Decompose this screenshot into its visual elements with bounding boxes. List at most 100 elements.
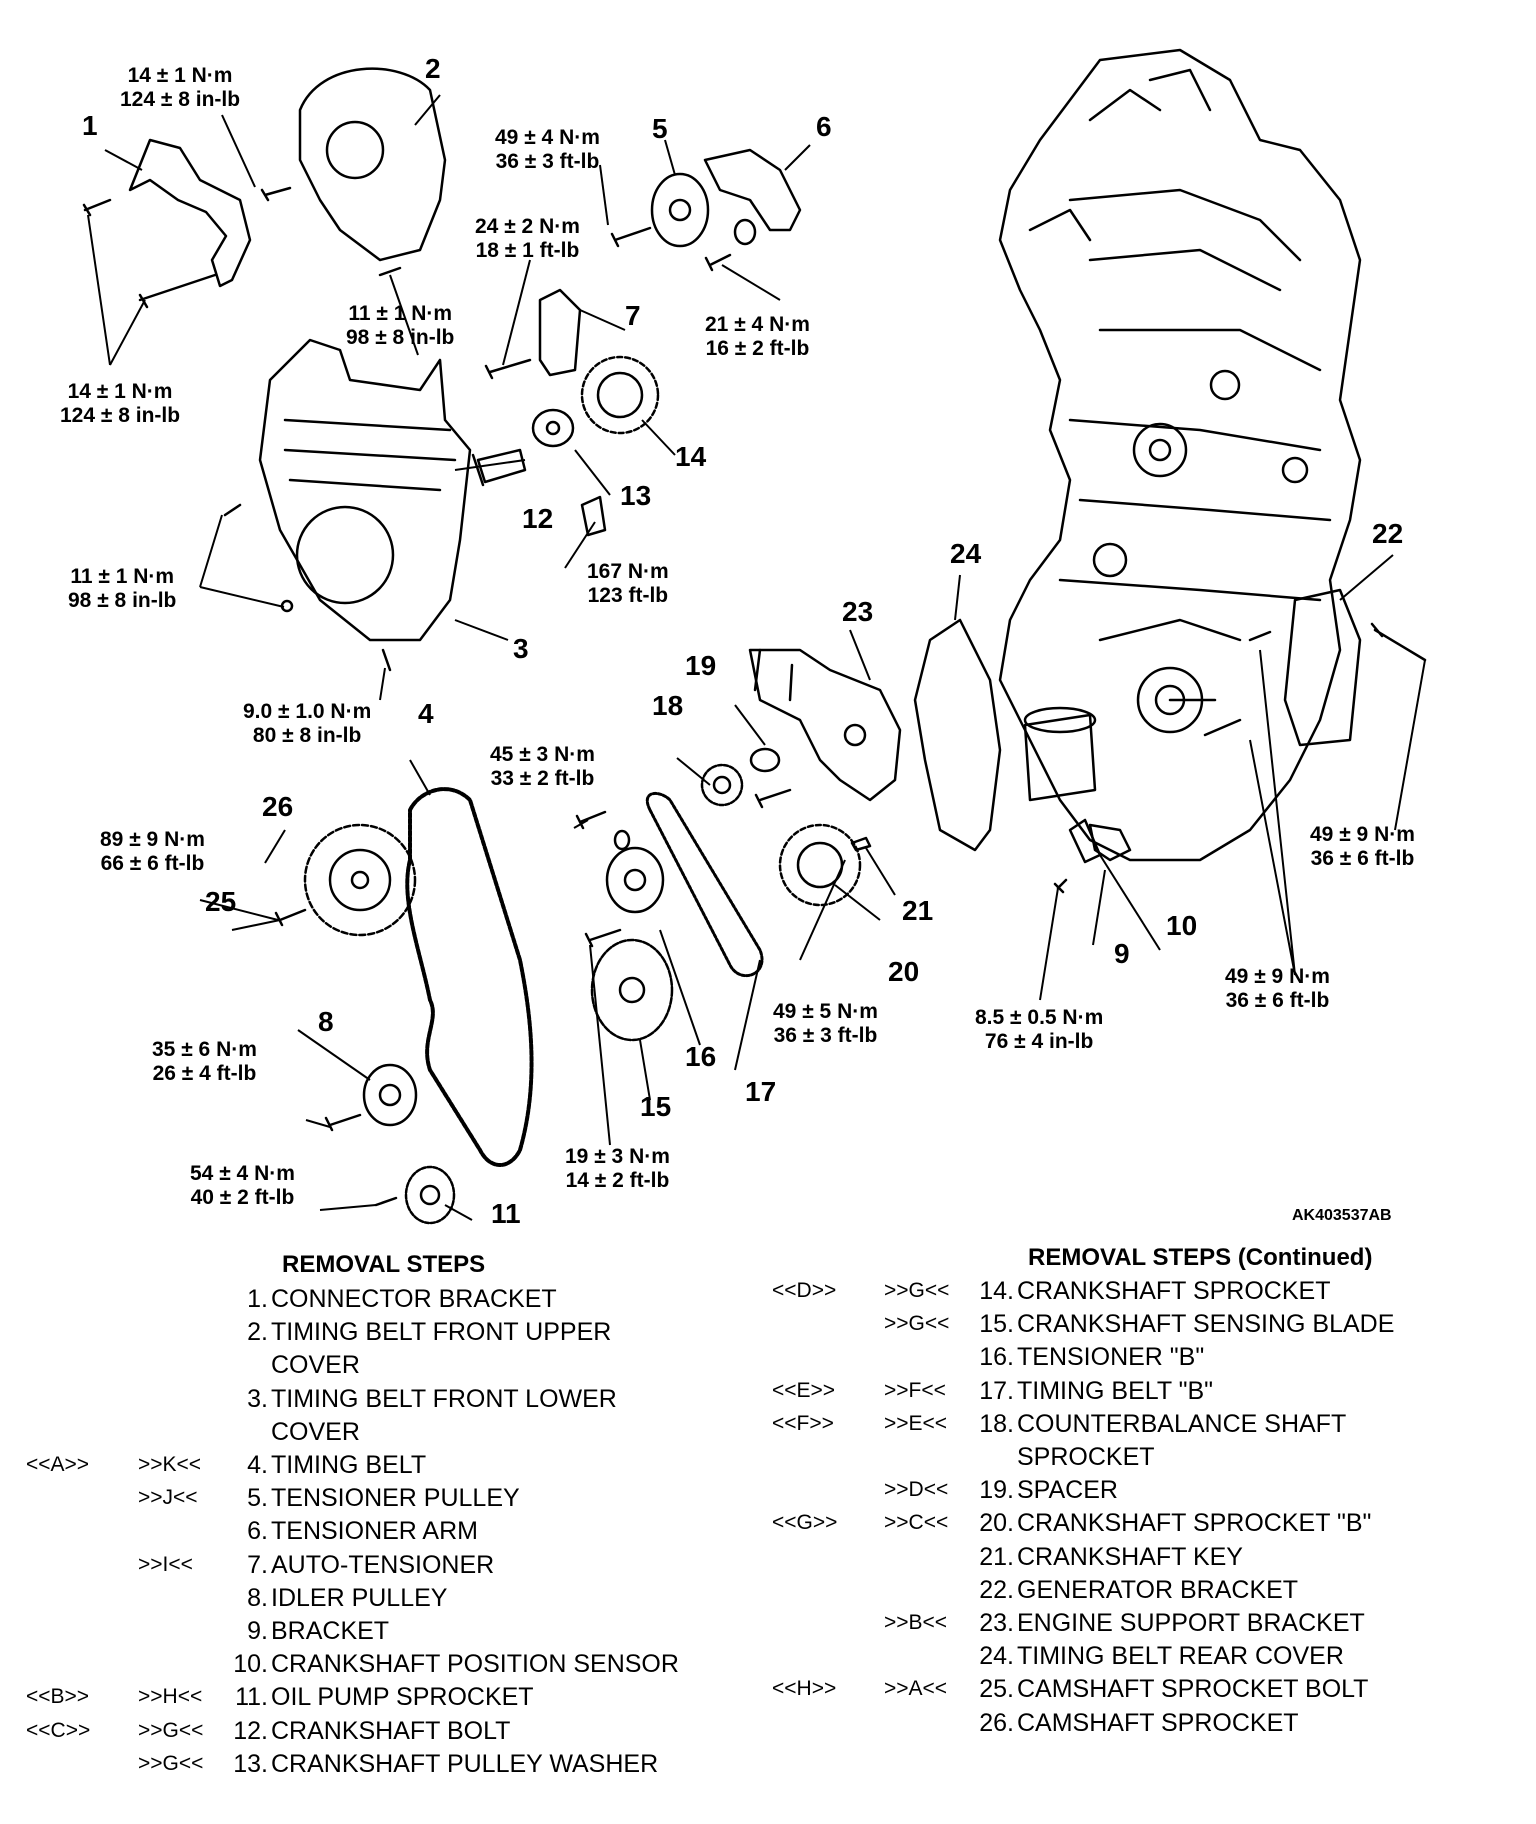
callout-13: 13: [620, 480, 652, 511]
step-removal-code: >>F<<: [884, 1378, 946, 1402]
step-removal-code: >>E<<: [884, 1411, 948, 1435]
callout-1: 1: [82, 110, 98, 141]
step-removal-code: >>B<<: [884, 1611, 948, 1634]
step-number: 17.: [979, 1376, 1014, 1405]
step-removal-code: >>G<<: [884, 1279, 950, 1302]
callout-18: 18: [652, 690, 684, 721]
step-removal-code: >>C<<: [884, 1511, 949, 1535]
step-number: 26.: [979, 1708, 1014, 1737]
callout-2: 2: [425, 53, 441, 84]
engine-support-bracket: [748, 648, 902, 802]
crankshaft-bolt: [471, 448, 527, 487]
step-text: COUNTERBALANCE SHAFT: [1017, 1409, 1347, 1438]
callout-7: 7: [625, 300, 641, 331]
callout-26: 26: [262, 791, 294, 822]
step-number: 2.: [247, 1318, 268, 1347]
callout-23: 23: [842, 596, 874, 627]
step-text: IDLER PULLEY: [271, 1583, 448, 1612]
step-number: 21.: [979, 1542, 1014, 1571]
idler-pulley: [362, 1063, 418, 1127]
timing-belt-rear-cover: [913, 618, 1002, 852]
engine-block: [998, 48, 1362, 862]
step-number: 22.: [979, 1575, 1014, 1604]
step-text: CAMSHAFT SPROCKET: [1017, 1708, 1299, 1737]
step-number: 16.: [979, 1343, 1014, 1372]
step-removal-code: >>K<<: [138, 1453, 202, 1476]
callout-6: 6: [816, 111, 832, 142]
step-number: 4.: [247, 1451, 268, 1479]
auto-tensioner: [538, 288, 582, 377]
removal-steps-continued-title: REMOVAL STEPS (Continued): [1028, 1244, 1373, 1271]
counterbalance-shaft-sprocket: [700, 763, 744, 807]
lower-cover-bolt: [223, 503, 392, 672]
step-number: 20.: [979, 1509, 1014, 1538]
step-text: TENSIONER "B": [1017, 1343, 1205, 1372]
step-number: 14.: [979, 1277, 1014, 1305]
step-text: TENSIONER ARM: [271, 1517, 478, 1546]
step-number: 1.: [247, 1285, 268, 1313]
step-text: CRANKSHAFT SPROCKET "B": [1017, 1509, 1372, 1538]
step-removal-code: >>A<<: [884, 1677, 948, 1701]
step-install-code: <<D>>: [772, 1279, 837, 1302]
step-number: 12.: [233, 1716, 268, 1745]
callout-11: 11: [491, 1198, 521, 1229]
step-text: COVER: [271, 1351, 360, 1380]
step-text: TIMING BELT REAR COVER: [1017, 1642, 1344, 1671]
step-text: CRANKSHAFT PULLEY WASHER: [271, 1749, 659, 1778]
step-number: 9.: [247, 1617, 268, 1645]
step-text: BRACKET: [271, 1617, 390, 1645]
step-text: TIMING BELT "B": [1017, 1376, 1214, 1405]
step-removal-code: >>G<<: [884, 1312, 950, 1336]
callout-4: 4: [418, 698, 434, 729]
step-number: 6.: [247, 1517, 268, 1546]
lower-cover: [258, 338, 472, 642]
step-install-code: <<F>>: [772, 1411, 834, 1435]
step-number: 3.: [247, 1384, 268, 1413]
timing-belt-b: [646, 791, 764, 978]
step-text: ENGINE SUPPORT BRACKET: [1017, 1609, 1365, 1637]
removal-steps-continued: REMOVAL STEPS (Continued) <<D>> >>G<< 14. C…: [772, 1243, 1532, 1803]
callout-8: 8: [318, 1006, 334, 1037]
callout-9: 9: [1114, 938, 1130, 969]
step-text: TENSIONER PULLEY: [271, 1484, 520, 1513]
step-number: 15.: [979, 1310, 1014, 1339]
step-install-code: <<H>>: [772, 1677, 837, 1701]
tensioner-b: [605, 846, 665, 914]
callout-12: 12: [522, 503, 554, 534]
step-removal-code: >>D<<: [884, 1478, 949, 1502]
step-text: OIL PUMP SPROCKET: [271, 1683, 534, 1712]
crankshaft-sprocket-b: [778, 823, 862, 907]
step-number: 13.: [233, 1749, 268, 1778]
step-text: CRANKSHAFT BOLT: [271, 1716, 511, 1745]
crankshaft-sensing-blade: [590, 938, 674, 1042]
callout-3: 3: [513, 633, 529, 664]
step-removal-code: >>G<<: [138, 1751, 204, 1775]
step-number: 25.: [979, 1675, 1014, 1704]
callout-15: 15: [640, 1091, 672, 1122]
callout-5: 5: [652, 113, 668, 144]
crankshaft-position-sensor: [1088, 823, 1132, 862]
step-install-code: <<G>>: [772, 1511, 838, 1535]
timing-belt: [405, 787, 534, 1167]
callout-21: 21: [902, 895, 934, 926]
step-text: SPROCKET: [1017, 1443, 1155, 1471]
step-text: COVER: [271, 1417, 360, 1446]
step-text: CRANKSHAFT KEY: [1017, 1542, 1243, 1571]
step-text: CRANKSHAFT POSITION SENSOR: [271, 1650, 679, 1679]
step-removal-code: >>I<<: [138, 1552, 193, 1576]
step-number: 18.: [979, 1409, 1014, 1438]
step-text: AUTO-TENSIONER: [271, 1550, 495, 1579]
exploded-view-drawing: [82, 48, 1427, 1225]
